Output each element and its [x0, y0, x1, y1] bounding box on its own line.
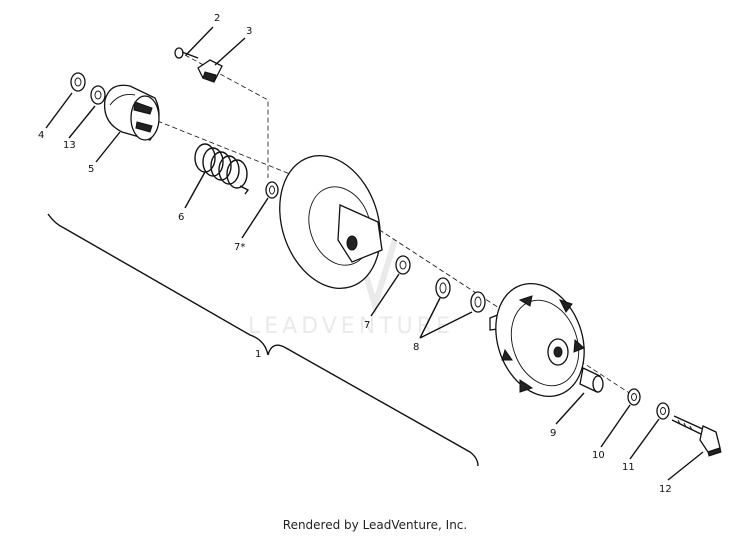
pin-axis-line — [184, 54, 269, 178]
part-6-spring — [194, 143, 250, 195]
watermark-logo: LEADVENTURE — [248, 239, 454, 339]
movable-sheave — [279, 154, 383, 290]
callout-2: 2 — [214, 13, 220, 24]
callout-labels: 1 2 3 4 13 5 6 7* 7 8 9 10 11 12 — [38, 13, 672, 495]
callout-4: 4 — [38, 130, 44, 141]
part-12-bolt — [671, 415, 722, 457]
callout-5: 5 — [88, 164, 94, 175]
part-5-cam — [103, 84, 160, 141]
callout-6: 6 — [178, 212, 184, 223]
part-11-lock-washer — [656, 402, 670, 420]
callout-12: 12 — [659, 484, 672, 495]
part-13-washer — [90, 85, 106, 105]
part-7-bushing-starred — [265, 181, 279, 199]
part-2-pin — [174, 47, 199, 59]
callout-1: 1 — [255, 349, 261, 360]
watermark-text: LEADVENTURE — [248, 314, 454, 339]
leader-lines — [45, 26, 704, 481]
callout-8: 8 — [413, 342, 419, 353]
part-8-washers — [435, 277, 486, 313]
callout-11: 11 — [622, 462, 635, 473]
callout-10: 10 — [592, 450, 605, 461]
part-7-bushing — [395, 255, 411, 275]
callout-7-starred: 7* — [234, 242, 245, 253]
part-9-sleeve — [579, 367, 604, 393]
assembly-bracket-1 — [47, 213, 479, 467]
fixed-sheave — [489, 282, 585, 398]
callout-3: 3 — [246, 26, 252, 37]
footer-credit: Rendered by LeadVenture, Inc. — [282, 518, 468, 532]
callout-9: 9 — [550, 428, 556, 439]
part-4-clip — [70, 72, 86, 92]
callout-13: 13 — [63, 140, 76, 151]
part-3-wedge — [197, 59, 223, 83]
part-10-washer — [627, 388, 641, 406]
callout-7: 7 — [364, 320, 370, 331]
